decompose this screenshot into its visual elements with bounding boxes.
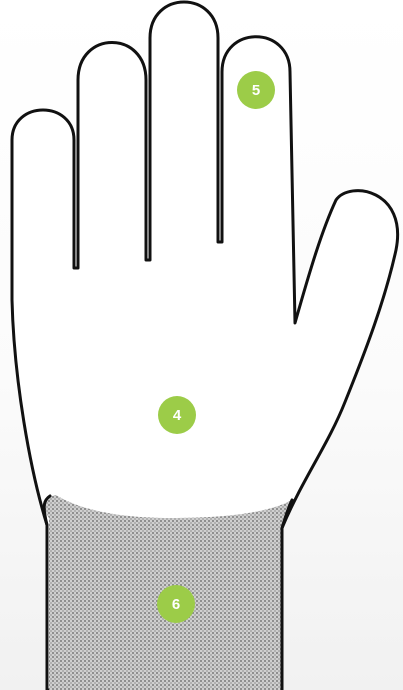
- marker-5-label: 5: [252, 82, 260, 99]
- marker-6[interactable]: 6: [157, 585, 195, 623]
- marker-4[interactable]: 4: [158, 396, 196, 434]
- marker-6-label: 6: [172, 596, 180, 613]
- marker-5[interactable]: 5: [237, 71, 275, 109]
- cuff-right-edge: [282, 500, 292, 690]
- marker-4-label: 4: [173, 407, 181, 424]
